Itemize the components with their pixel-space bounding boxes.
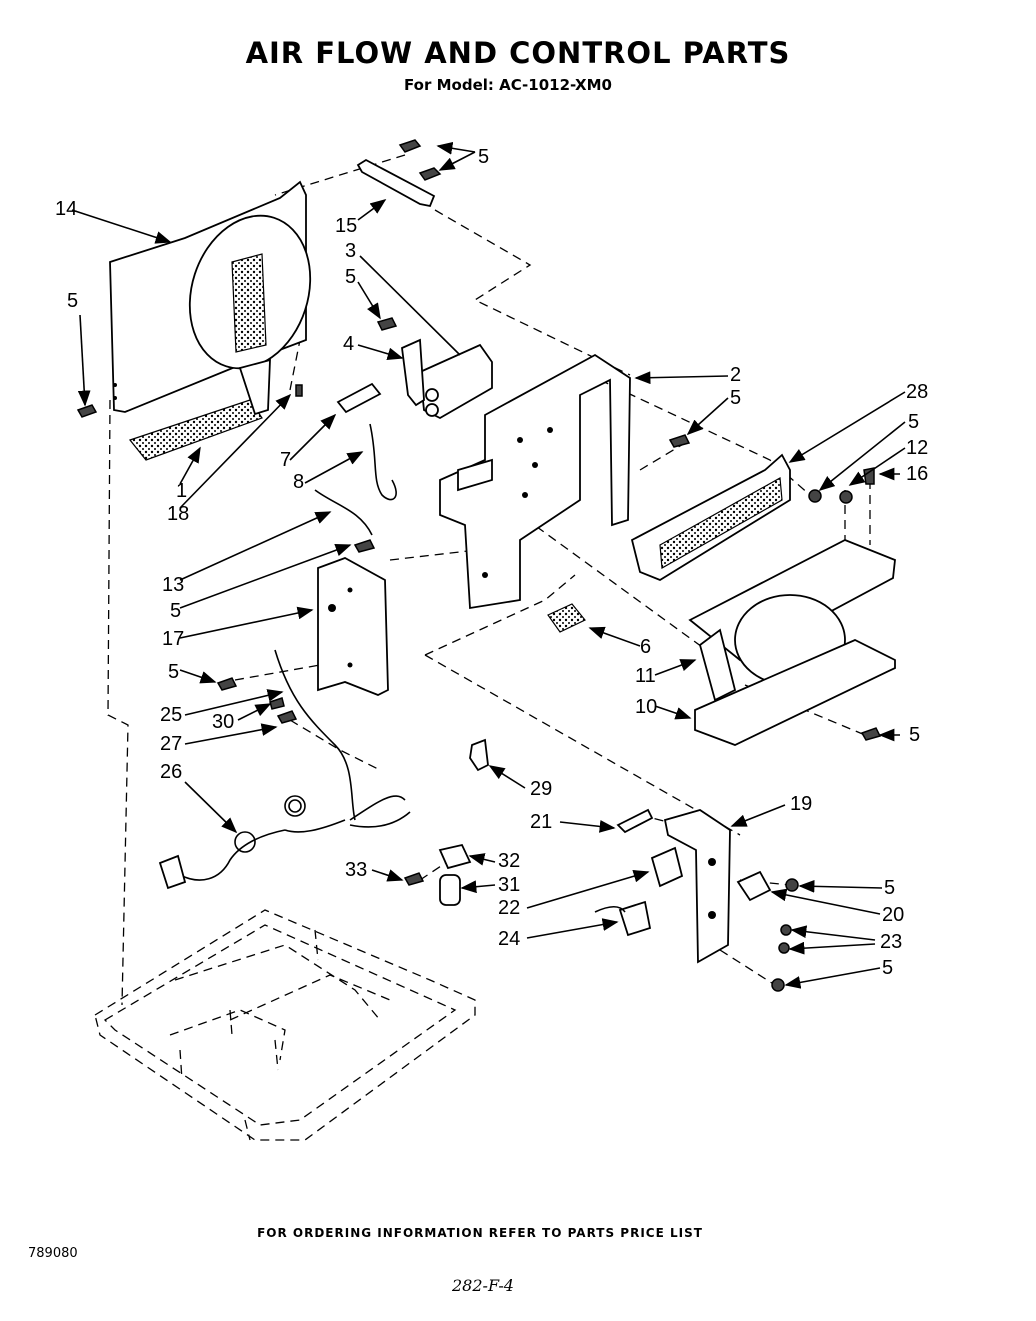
control-plate-part-17 <box>317 557 389 696</box>
callout-5: 5 <box>908 411 919 433</box>
handwritten-note: 282-F-4 <box>452 1276 514 1295</box>
clip-part-29 <box>469 738 489 772</box>
callout-3: 3 <box>345 240 356 262</box>
assembly-dash-lines <box>107 154 871 1006</box>
control-bracket-part-2 <box>439 353 631 610</box>
thermostat-parts-31-32 <box>438 843 472 906</box>
callout-5: 5 <box>168 661 179 683</box>
power-cord-part-26 <box>158 649 411 890</box>
callout-17: 17 <box>162 628 184 650</box>
front-panel-part-14 <box>109 180 312 461</box>
callout-numbers: 5 14 15 3 5 5 4 2 5 28 5 12 16 7 8 1 18 … <box>55 146 928 979</box>
callout-28: 28 <box>906 381 928 403</box>
callout-31: 31 <box>498 874 520 896</box>
callout-24: 24 <box>498 928 520 950</box>
leader-lines <box>71 141 906 989</box>
callout-13: 13 <box>162 574 184 596</box>
capacitor-part-3 <box>401 338 493 420</box>
callout-5: 5 <box>67 290 78 312</box>
callout-32: 32 <box>498 850 520 872</box>
callout-16: 16 <box>906 463 928 485</box>
switch-part-22 <box>650 846 684 888</box>
callout-14: 14 <box>55 198 77 220</box>
callout-33: 33 <box>345 859 367 881</box>
callout-15: 15 <box>335 215 357 237</box>
switch-part-24 <box>594 900 652 937</box>
callout-27: 27 <box>160 733 182 755</box>
callout-7: 7 <box>280 449 291 471</box>
callout-4: 4 <box>343 333 354 355</box>
callout-5: 5 <box>345 266 356 288</box>
callout-18: 18 <box>167 503 189 525</box>
callout-2: 2 <box>730 364 741 386</box>
screw-icons <box>76 139 882 992</box>
callout-10: 10 <box>635 696 657 718</box>
grille-part-28 <box>630 453 791 582</box>
callout-5: 5 <box>478 146 489 168</box>
callout-29: 29 <box>530 778 552 800</box>
base-pan <box>94 909 476 1141</box>
connector-part-20 <box>736 870 772 902</box>
shroud-part-10 <box>688 539 896 746</box>
callout-11: 11 <box>635 665 656 687</box>
callout-8: 8 <box>293 471 304 493</box>
filter-part-6 <box>547 603 586 633</box>
callout-21: 21 <box>530 811 552 833</box>
callout-22: 22 <box>498 897 520 919</box>
bracket-part-21 <box>616 808 654 834</box>
callout-5: 5 <box>882 957 893 979</box>
callout-23: 23 <box>880 931 902 953</box>
callout-25: 25 <box>160 704 182 726</box>
callout-26: 26 <box>160 761 182 783</box>
wire-parts-7-8-13 <box>314 382 397 536</box>
page-title: AIR FLOW AND CONTROL PARTS <box>245 36 791 70</box>
callout-5: 5 <box>730 387 741 409</box>
bracket-part-15 <box>356 158 436 208</box>
switch-bracket-part-19 <box>663 809 731 964</box>
callout-1: 1 <box>176 480 187 502</box>
callout-5: 5 <box>170 600 181 622</box>
callout-12: 12 <box>906 437 928 459</box>
callout-5: 5 <box>884 877 895 899</box>
callout-19: 19 <box>790 793 812 815</box>
ordering-note: FOR ORDERING INFORMATION REFER TO PARTS … <box>257 1226 703 1240</box>
callout-6: 6 <box>640 636 651 658</box>
callout-5: 5 <box>909 724 920 746</box>
document-number: 789080 <box>28 1246 78 1261</box>
callout-20: 20 <box>882 904 904 926</box>
callout-30: 30 <box>212 711 234 733</box>
model-subtitle: For Model: AC-1012-XM0 <box>404 76 612 94</box>
